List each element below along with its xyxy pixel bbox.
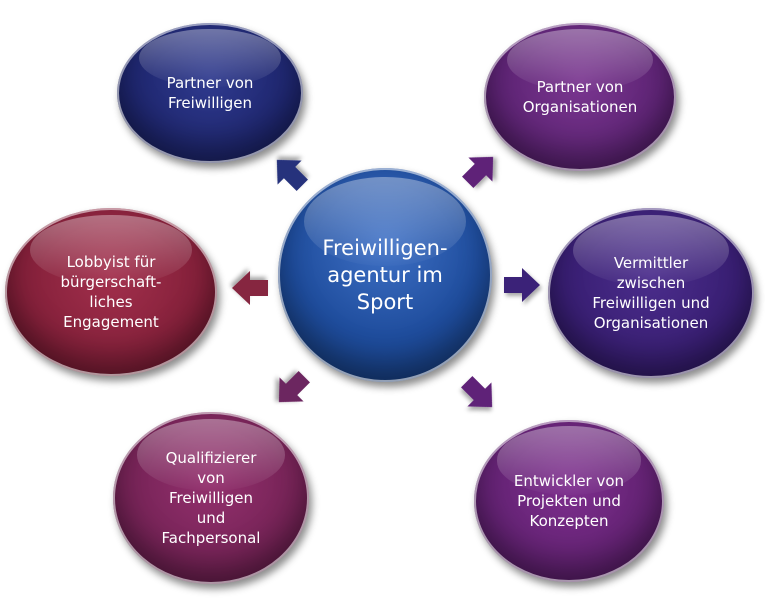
node-label: Qualifizierer von Freiwilligen und Fachp…: [161, 449, 261, 547]
node-label: Entwickler von Projekten und Konzepten: [513, 472, 625, 530]
center-label: Freiwilligen- agentur im Sport: [322, 235, 448, 314]
center-node: Freiwilligen- agentur im Sport: [278, 168, 492, 382]
arrow-to-partner-organisationen: [462, 156, 494, 188]
node-partner-freiwillige: Partner von Freiwilligen: [117, 23, 303, 163]
arrow-to-partner-freiwillige: [276, 159, 308, 191]
arrow-to-qualifizierer: [278, 371, 310, 403]
node-label: Vermittler zwischen Freiwilligen und Org…: [592, 254, 710, 332]
node-entwickler: Entwickler von Projekten und Konzepten: [474, 420, 664, 582]
arrow-to-lobbyist: [232, 271, 268, 305]
arrow-to-vermittler: [504, 268, 540, 302]
node-label: Partner von Freiwilligen: [166, 74, 254, 112]
node-qualifizierer: Qualifizierer von Freiwilligen und Fachp…: [113, 412, 309, 584]
node-label: Partner von Organisationen: [522, 78, 638, 116]
node-vermittler: Vermittler zwischen Freiwilligen und Org…: [548, 208, 754, 378]
arrow-to-entwickler: [461, 376, 493, 408]
node-lobbyist: Lobbyist für bürgerschaft- liches Engage…: [5, 208, 217, 376]
node-label: Lobbyist für bürgerschaft- liches Engage…: [60, 253, 162, 331]
node-partner-organisationen: Partner von Organisationen: [484, 23, 676, 171]
